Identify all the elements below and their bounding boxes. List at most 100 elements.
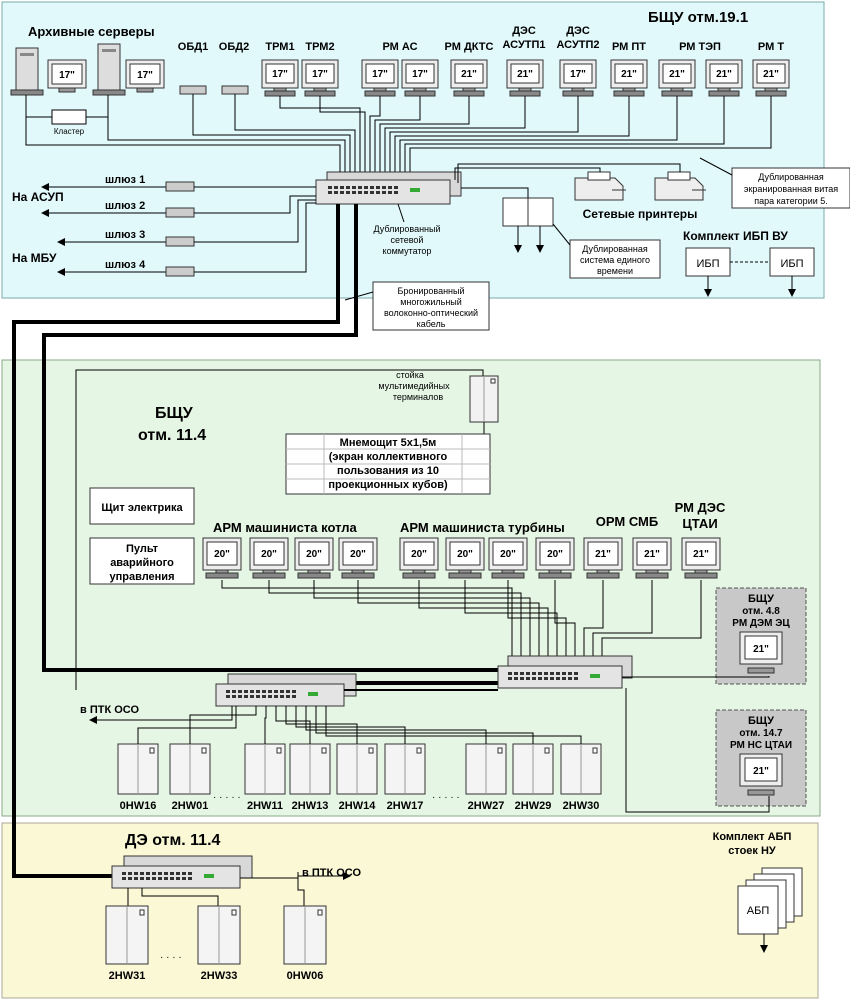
- bottom-cabinet-3-label: 0HW06: [287, 970, 324, 982]
- to-mbu-label: На МБУ: [12, 251, 57, 265]
- svg-text:РМ ДЭМ ЭЦ: РМ ДЭМ ЭЦ: [732, 618, 790, 629]
- middle-cabinet-9: 2HW30: [560, 743, 602, 812]
- svg-text:аварийного: аварийного: [110, 557, 174, 569]
- middle-workstation-5-size: 20": [411, 549, 427, 560]
- zone-top-title: БЩУ отм.19.1: [648, 9, 748, 26]
- zone-middle-title-1: БЩУ: [155, 405, 194, 422]
- bottom-to-ptk-label: в ПТК ОСО: [302, 867, 361, 879]
- svg-text:терминалов: терминалов: [393, 392, 444, 402]
- svg-text:Дублированная: Дублированная: [582, 244, 648, 254]
- middle-cabinet-4: 2HW13: [289, 743, 331, 812]
- top-workstation-3: 17": [361, 59, 399, 97]
- middle-workstation-links: [221, 580, 702, 656]
- cluster-label: Кластер: [54, 127, 85, 136]
- svg-text:Комплект АБП: Комплект АБП: [713, 831, 792, 843]
- bottom-cabinet-1-label: 2HW31: [109, 970, 146, 982]
- middle-cabinet-2-label: 2HW01: [172, 800, 209, 812]
- svg-text:Щит электрика: Щит электрика: [101, 502, 183, 514]
- gateway-4-label: шлюз 4: [105, 259, 146, 271]
- obd1-label: ОБД1: [178, 41, 208, 53]
- svg-text:Бронированный: Бронированный: [397, 286, 464, 296]
- middle-cabinet-4-label: 2HW13: [292, 800, 329, 812]
- middle-cabinet-1-label: 0HW16: [120, 800, 157, 812]
- boiler-arm-label: АРМ машиниста котла: [213, 520, 358, 535]
- top-workstation-8-size: 21": [621, 69, 637, 80]
- svg-text:многожильный: многожильный: [400, 297, 462, 307]
- archive-servers-label: Архивные серверы: [28, 24, 155, 39]
- middle-workstation-4-size: 20": [350, 549, 366, 560]
- svg-text:проекционных кубов): проекционных кубов): [328, 479, 448, 491]
- svg-text:Мнемощит 5х1,5м: Мнемощит 5х1,5м: [340, 437, 437, 449]
- gateway-2-label: шлюз 2: [105, 200, 145, 212]
- middle-workstation-11: 21": [681, 537, 721, 579]
- zone-bottom-title: ДЭ отм. 11.4: [125, 832, 221, 849]
- server-monitor-1: 17": [47, 59, 87, 93]
- switch-note-3: коммутатор: [383, 246, 432, 256]
- svg-text:Пульт: Пульт: [126, 543, 159, 555]
- top-workstation-9-size: 21": [669, 69, 685, 80]
- middle-workstation-2: 20": [249, 537, 289, 579]
- server-tower-2: [92, 43, 126, 96]
- top-workstation-7-size: 17": [570, 69, 586, 80]
- middle-workstation-4: 20": [338, 537, 378, 579]
- middle-workstation-2-size: 20": [261, 549, 277, 560]
- obd2-label: ОБД2: [219, 41, 249, 53]
- middle-workstation-1-size: 20": [214, 549, 230, 560]
- top-workstation-links: [279, 96, 772, 172]
- fiber-cables: [12, 204, 500, 878]
- emergency-panel: Пульт аварийного управления: [89, 537, 195, 585]
- bottom-dots: · · · ·: [160, 952, 182, 963]
- middle-cabinet-8-label: 2HW29: [515, 800, 552, 812]
- orm-label: ОРМ СМБ: [596, 514, 658, 529]
- svg-text:ИБП: ИБП: [696, 258, 719, 270]
- middle-cabinet-3-label: 2HW11: [247, 800, 283, 812]
- rmdes-label-2: ЦТАИ: [682, 516, 717, 531]
- top-workstation-3-size: 17": [372, 69, 388, 80]
- trm2-label: ТРМ2: [305, 41, 334, 53]
- middle-cabinet-7: 2HW27: [465, 743, 507, 812]
- middle-workstation-8: 20": [535, 537, 575, 579]
- mid-dots-2: · · · · ·: [432, 792, 460, 803]
- svg-text:17": 17": [137, 70, 153, 81]
- svg-text:РМ НС ЦТАИ: РМ НС ЦТАИ: [730, 740, 792, 751]
- svg-text:Дублированная: Дублированная: [758, 172, 824, 182]
- top-workstation-10: 21": [705, 59, 743, 97]
- server-links: [25, 94, 356, 172]
- svg-text:пара категории 5.: пара категории 5.: [754, 196, 828, 206]
- middle-workstation-11-size: 21": [693, 549, 709, 560]
- bottom-cabinet-2: 2HW33: [197, 905, 241, 982]
- bottom-cabinets: 2HW31 2HW33 0HW06: [105, 905, 327, 982]
- turbine-arm-label: АРМ машиниста турбины: [400, 520, 565, 535]
- electrician-panel: Щит электрика: [89, 487, 195, 525]
- to-asup-label: На АСУП: [12, 190, 64, 204]
- svg-text:мультимедийных: мультимедийных: [378, 381, 450, 391]
- trm1-label: ТРМ1: [265, 41, 294, 53]
- middle-cabinet-7-label: 2HW27: [468, 800, 505, 812]
- zone-top: БЩУ отм.19.1: [1, 1, 825, 299]
- top-workstation-8: 21": [610, 59, 648, 97]
- rmdes-label-1: РМ ДЭС: [675, 500, 726, 515]
- mid-to-ptk-label: в ПТК ОСО: [80, 704, 139, 716]
- svg-text:БЩУ: БЩУ: [748, 715, 774, 727]
- bottom-switch: [111, 855, 253, 889]
- middle-cabinet-8: 2HW29: [512, 743, 554, 812]
- des1-label-1: ДЭС: [512, 25, 536, 37]
- svg-text:17": 17": [59, 70, 75, 81]
- middle-switch-right: [497, 655, 633, 689]
- middle-cabinet-9-label: 2HW30: [563, 800, 600, 812]
- rmt-label: РМ Т: [758, 41, 784, 53]
- gateway-group: На АСУП На МБУ шлюз 1 шлюз 2 шлюз 3 шлюз…: [12, 174, 316, 277]
- middle-workstation-9-size: 21": [595, 549, 611, 560]
- top-workstation-11: 21": [752, 59, 790, 97]
- middle-workstation-8-size: 20": [547, 549, 563, 560]
- zone-middle-title-2: отм. 11.4: [138, 427, 206, 444]
- top-workstation-5: 21": [450, 59, 488, 97]
- middle-workstation-1: 20": [202, 537, 242, 579]
- middle-workstation-3: 20": [294, 537, 334, 579]
- svg-text:система единого: система единого: [580, 255, 650, 265]
- svg-text:отм. 14.7: отм. 14.7: [739, 728, 783, 739]
- abp-set: Комплект АБП стоек НУ АБП: [713, 831, 803, 953]
- svg-text:экранированная витая: экранированная витая: [744, 184, 838, 194]
